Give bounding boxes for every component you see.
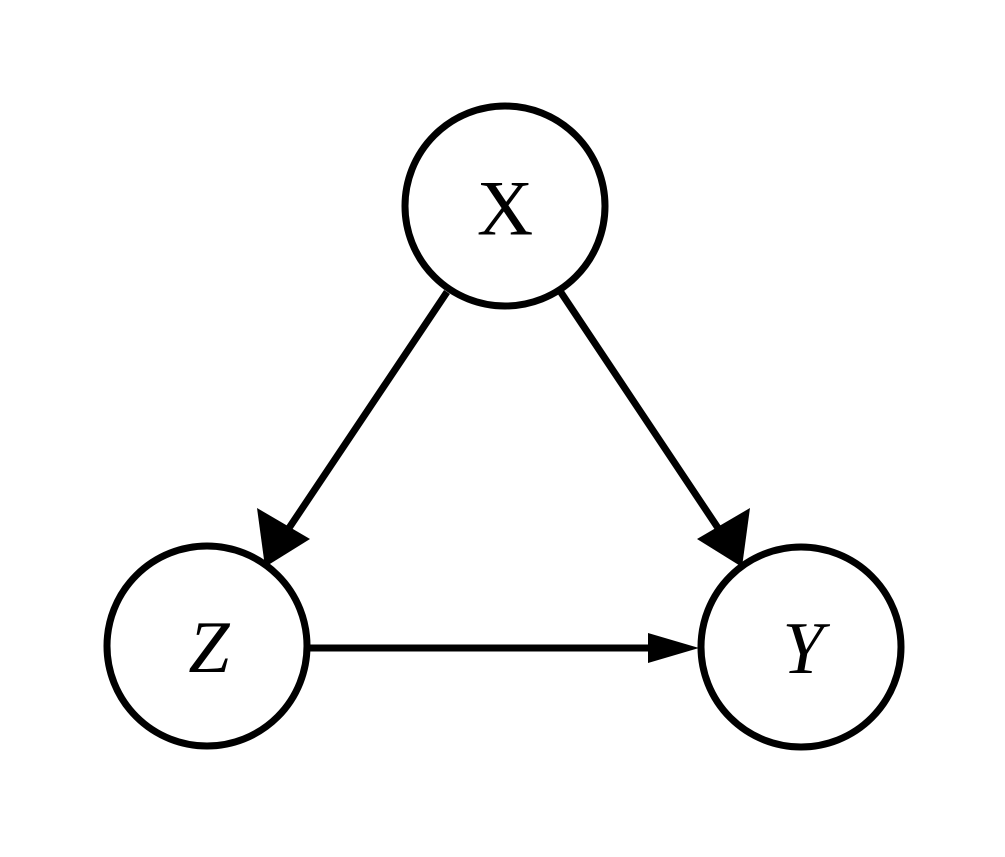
arrowhead-z-to-y xyxy=(648,633,699,663)
node-y[interactable]: Y xyxy=(697,543,905,751)
arrowhead-x-to-z xyxy=(257,508,310,567)
edge-x-to-y[interactable] xyxy=(557,289,750,567)
node-x-circle xyxy=(401,102,609,310)
edge-x-to-y-line xyxy=(557,289,727,539)
arrowhead-x-to-y xyxy=(697,508,750,567)
node-z-circle xyxy=(103,542,311,750)
edge-group xyxy=(257,289,750,663)
node-group: X Z Y xyxy=(103,102,905,751)
edge-x-to-z-line xyxy=(280,290,450,539)
node-z-label: Z xyxy=(188,607,230,689)
edge-z-to-y[interactable] xyxy=(307,633,699,663)
node-y-circle xyxy=(697,543,905,751)
node-x[interactable]: X xyxy=(401,102,609,310)
node-x-label: X xyxy=(477,165,533,252)
node-y-label: Y xyxy=(782,608,830,690)
node-z[interactable]: Z xyxy=(103,542,311,750)
edge-x-to-z[interactable] xyxy=(257,290,450,567)
